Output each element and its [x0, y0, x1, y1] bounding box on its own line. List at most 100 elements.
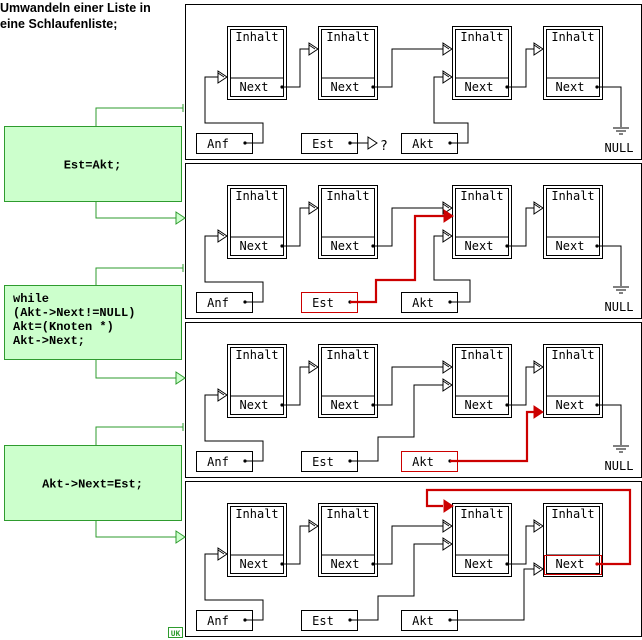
node-next-label: Next [240, 557, 269, 571]
code-line: Akt->Next=Est; [42, 478, 143, 492]
next-link-3-4 [507, 366, 535, 406]
node-content-label: Inhalt [235, 507, 278, 521]
node-inner [321, 506, 375, 574]
null-link [597, 245, 622, 286]
node-inner [455, 188, 509, 256]
code-line: Est=Akt; [64, 159, 122, 173]
est-link [350, 384, 444, 462]
akt-box-label: Akt [412, 296, 434, 310]
node-outer [452, 503, 512, 577]
anf-arrowhead [217, 547, 228, 561]
next-arrowhead [308, 519, 319, 533]
node-inner [230, 347, 284, 415]
anf-arrowhead [217, 70, 228, 84]
anf-link-in [204, 76, 219, 79]
next-arrowhead [308, 42, 319, 56]
node-content-label: Inhalt [235, 348, 278, 362]
next-link-3-4 [507, 207, 535, 247]
node-content-label: Inhalt [235, 30, 278, 44]
green-arrowhead [175, 530, 186, 544]
akt-arrowhead-red [533, 405, 544, 419]
est-arrowhead-red [443, 209, 454, 223]
est-link-red [350, 214, 444, 304]
green-connector-top [95, 426, 183, 445]
node-next-label: Next [556, 557, 585, 571]
next-arrowhead-shade [308, 203, 316, 209]
node-content-label: Inhalt [460, 189, 503, 203]
node-next-label: Next [465, 557, 494, 571]
node-inner [455, 29, 509, 97]
code-box [4, 126, 182, 202]
node-outer [543, 503, 603, 577]
node-outer [452, 344, 512, 418]
next-arrowhead [308, 360, 319, 374]
akt-link [433, 235, 471, 303]
akt-box-label: Akt [412, 614, 434, 628]
next-link-1-2 [282, 48, 310, 88]
node-inner [321, 347, 375, 415]
signature-box [168, 627, 183, 638]
node-outer [452, 26, 512, 100]
node-inner [546, 347, 600, 415]
next-arrowhead-shade [533, 203, 541, 209]
node-inner [321, 29, 375, 97]
est-box-label: Est [312, 614, 334, 628]
anf-arrowhead [217, 229, 228, 243]
anf-box-label: Anf [207, 296, 229, 310]
node-next-label: Next [240, 398, 269, 412]
node-inner [546, 506, 600, 574]
node-content-label: Inhalt [460, 348, 503, 362]
code-line: Akt->Next; [13, 334, 85, 348]
akt-box-label: Akt [412, 455, 434, 469]
next-arrowhead-shade [533, 362, 541, 368]
node-outer [318, 503, 378, 577]
node-outer [318, 26, 378, 100]
node-inner [230, 506, 284, 574]
node-next-label: Next [331, 239, 360, 253]
null-link [597, 404, 622, 445]
node-outer [227, 185, 287, 259]
node-content-label: Inhalt [326, 189, 369, 203]
next-arrowhead-shade [442, 521, 450, 527]
node-next-label: Next [465, 239, 494, 253]
signature-label: UK [171, 630, 181, 639]
node-inner [455, 347, 509, 415]
est-arrowhead-shade [442, 539, 450, 545]
node-outer [227, 26, 287, 100]
akt-arrowhead-shade [442, 72, 450, 78]
node-outer [227, 344, 287, 418]
node-next-label: Next [331, 80, 360, 94]
akt-link [433, 76, 469, 144]
next-arrowhead-shade [442, 362, 450, 368]
node-next-label: Next [465, 80, 494, 94]
null-label: NULL [605, 141, 634, 155]
akt-link [450, 568, 534, 621]
node-content-label: Inhalt [326, 507, 369, 521]
akt-arrowhead [442, 229, 453, 243]
next-link-3-4 [507, 525, 535, 565]
node-next-label: Next [240, 239, 269, 253]
next-link-2-3 [373, 525, 444, 565]
est-box-label: Est [312, 137, 334, 151]
next-arrowhead-shade [442, 203, 450, 209]
next-arrowhead [533, 42, 544, 56]
node-outer [543, 185, 603, 259]
next-arrowhead-shade [308, 362, 316, 368]
node-content-label: Inhalt [551, 507, 594, 521]
node-outer [318, 344, 378, 418]
node-inner [230, 188, 284, 256]
null-label: NULL [605, 300, 634, 314]
next-link-1-2 [282, 525, 310, 565]
node-outer [543, 26, 603, 100]
est-arrowhead [367, 136, 378, 150]
anf-arrowhead-shade [217, 549, 225, 555]
green-connector-bottom [95, 201, 176, 219]
node-content-label: Inhalt [326, 30, 369, 44]
node-inner [230, 29, 284, 97]
anf-box-label: Anf [207, 137, 229, 151]
node-content-label: Inhalt [551, 30, 594, 44]
next-link-2-3 [373, 366, 444, 406]
green-connector-bottom [95, 520, 176, 538]
next-arrowhead [442, 360, 453, 374]
